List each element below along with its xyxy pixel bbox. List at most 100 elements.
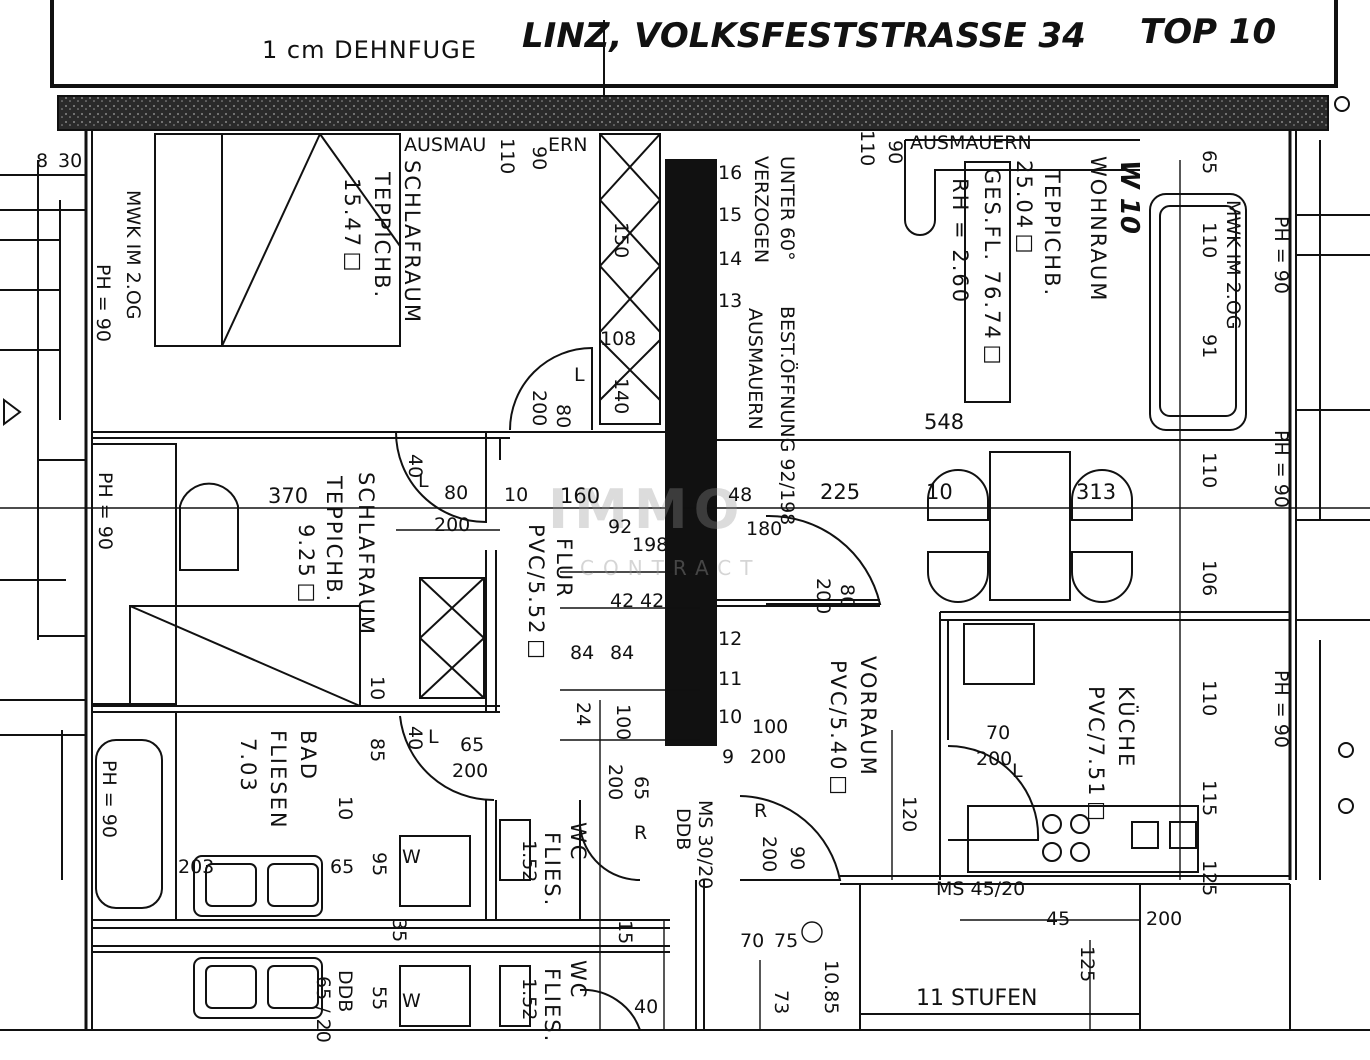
- note-l4: L: [1012, 760, 1023, 782]
- dim: 100: [612, 704, 634, 741]
- dim: 200: [758, 836, 780, 873]
- dim: 90: [786, 846, 808, 871]
- dim: 91: [1198, 334, 1220, 359]
- note-w: W: [402, 846, 421, 868]
- dim: 80: [552, 404, 574, 429]
- dim: 200: [452, 760, 489, 782]
- note-stair-1: UNTER 60°: [776, 156, 798, 261]
- room-floor-wc: FLIES.: [540, 832, 564, 908]
- room-floor-living: TEPPICHB.: [1040, 170, 1064, 298]
- dim: 95: [368, 852, 390, 877]
- dim: 200: [750, 746, 787, 768]
- dim: 120: [898, 796, 920, 833]
- room-floor-bedroom-large: TEPPICHB.: [370, 172, 394, 300]
- note-wall-out-3: AUSMAUERN: [744, 308, 766, 430]
- stair-step: 14: [718, 248, 743, 270]
- dim: 150: [610, 222, 632, 259]
- dim: 10: [504, 484, 529, 506]
- room-area-bedroom-small: 9.25□: [294, 524, 318, 605]
- bath-fixtures: [95, 739, 531, 1027]
- note-ph-left2: PH = 90: [94, 472, 116, 550]
- note-mwk-left: MWK IM 2.OG: [122, 190, 144, 320]
- dim: 100: [752, 716, 789, 738]
- room-floor-bedroom-small: TEPPICHB.: [322, 476, 346, 604]
- exterior-wall: [57, 95, 1329, 131]
- note-ddb2: DDB: [334, 970, 356, 1013]
- dim: 65: [330, 856, 355, 878]
- dim: 370: [268, 484, 309, 508]
- room-area-wc: 1.52: [518, 840, 540, 883]
- dim: 200: [976, 748, 1013, 770]
- note-mwk-right: MWK IM 2.OG: [1222, 200, 1244, 330]
- dim: 48: [728, 484, 753, 506]
- note-stair-2: VERZOGEN: [750, 156, 772, 264]
- note-r2: R: [754, 800, 768, 822]
- dim: 90: [884, 140, 906, 165]
- room-area-living: 25.04□: [1012, 160, 1036, 257]
- dim: 110: [1198, 680, 1220, 717]
- stair-step: 10: [718, 706, 743, 728]
- dim: 200: [528, 390, 550, 427]
- note-ph-left: PH = 90: [92, 264, 114, 342]
- dim: 125: [1076, 946, 1098, 983]
- room-floor-kitchen: PVC/7.51□: [1084, 686, 1108, 824]
- unit-heading: TOP 10: [1140, 12, 1277, 52]
- room-name-wc: WC: [566, 822, 590, 862]
- dim: 313: [1076, 480, 1117, 504]
- dim: 125: [1198, 860, 1220, 897]
- watermark-sub: CONTRACT: [580, 556, 762, 580]
- right-window-marks: [1296, 140, 1370, 880]
- dim: 10: [926, 480, 953, 504]
- dim: 30: [58, 150, 83, 172]
- note-l3: L: [428, 726, 439, 748]
- note-ph-r2: PH = 90: [1270, 430, 1292, 508]
- dim: 200: [1146, 908, 1183, 930]
- note-l1: L: [574, 364, 585, 386]
- dim: 45: [1046, 908, 1071, 930]
- dim: 15: [614, 920, 636, 945]
- dim: 110: [1198, 452, 1220, 489]
- partitions: [92, 431, 1291, 1030]
- dim: 84: [610, 642, 635, 664]
- room-name-wc-lower: WC: [566, 960, 590, 1000]
- dim: 40: [634, 996, 659, 1018]
- room-name-anteroom: VORRAUM: [856, 656, 880, 777]
- dim: 40: [404, 454, 426, 479]
- note-w2: W: [402, 990, 421, 1012]
- stair-step: 11: [718, 668, 743, 690]
- dim: 80: [444, 482, 469, 504]
- column-marker: [1334, 96, 1350, 112]
- dim: 35: [388, 918, 410, 943]
- left-window-marks: [0, 160, 86, 880]
- note-ph-r3: PH = 90: [1270, 670, 1292, 748]
- room-floor-bath: FLIESEN: [266, 730, 290, 830]
- dim: 24: [572, 702, 594, 727]
- stair-step: 15: [718, 204, 743, 226]
- note-opening: BEST.ÖFFNUNG 92/198: [776, 306, 798, 526]
- dim: 10: [366, 676, 388, 701]
- address-heading: LINZ, VOLKSFESTSTRASSE 34: [522, 16, 1086, 56]
- dim: 115: [1198, 780, 1220, 817]
- dim: 70: [986, 722, 1011, 744]
- note-ddb: DDB: [672, 808, 694, 851]
- dim: 180: [746, 518, 783, 540]
- dim: 65 / 20: [312, 976, 334, 1043]
- room-name-living: WOHNRAUM: [1086, 156, 1110, 303]
- dim: 225: [820, 480, 861, 504]
- dim: 110: [856, 130, 878, 167]
- dim: 160: [560, 484, 601, 508]
- dim: 106: [1198, 560, 1220, 597]
- dim: 110: [496, 138, 518, 175]
- room-name-bedroom-large: SCHLAFRAUM: [400, 160, 424, 325]
- dim: 10: [334, 796, 356, 821]
- note-ms30: MS 30/20: [694, 800, 716, 890]
- dim: 92: [608, 516, 633, 538]
- note-ph-r1: PH = 90: [1270, 216, 1292, 294]
- dim: 85: [366, 738, 388, 763]
- room-floor-wc-lower: FLIES.: [540, 968, 564, 1044]
- room-floor-hall: PVC/5.52□: [524, 524, 548, 662]
- stair-step: 9: [722, 746, 735, 768]
- dim: 203: [178, 856, 215, 878]
- dim: 42: [640, 590, 665, 612]
- wardrobes: [419, 133, 661, 699]
